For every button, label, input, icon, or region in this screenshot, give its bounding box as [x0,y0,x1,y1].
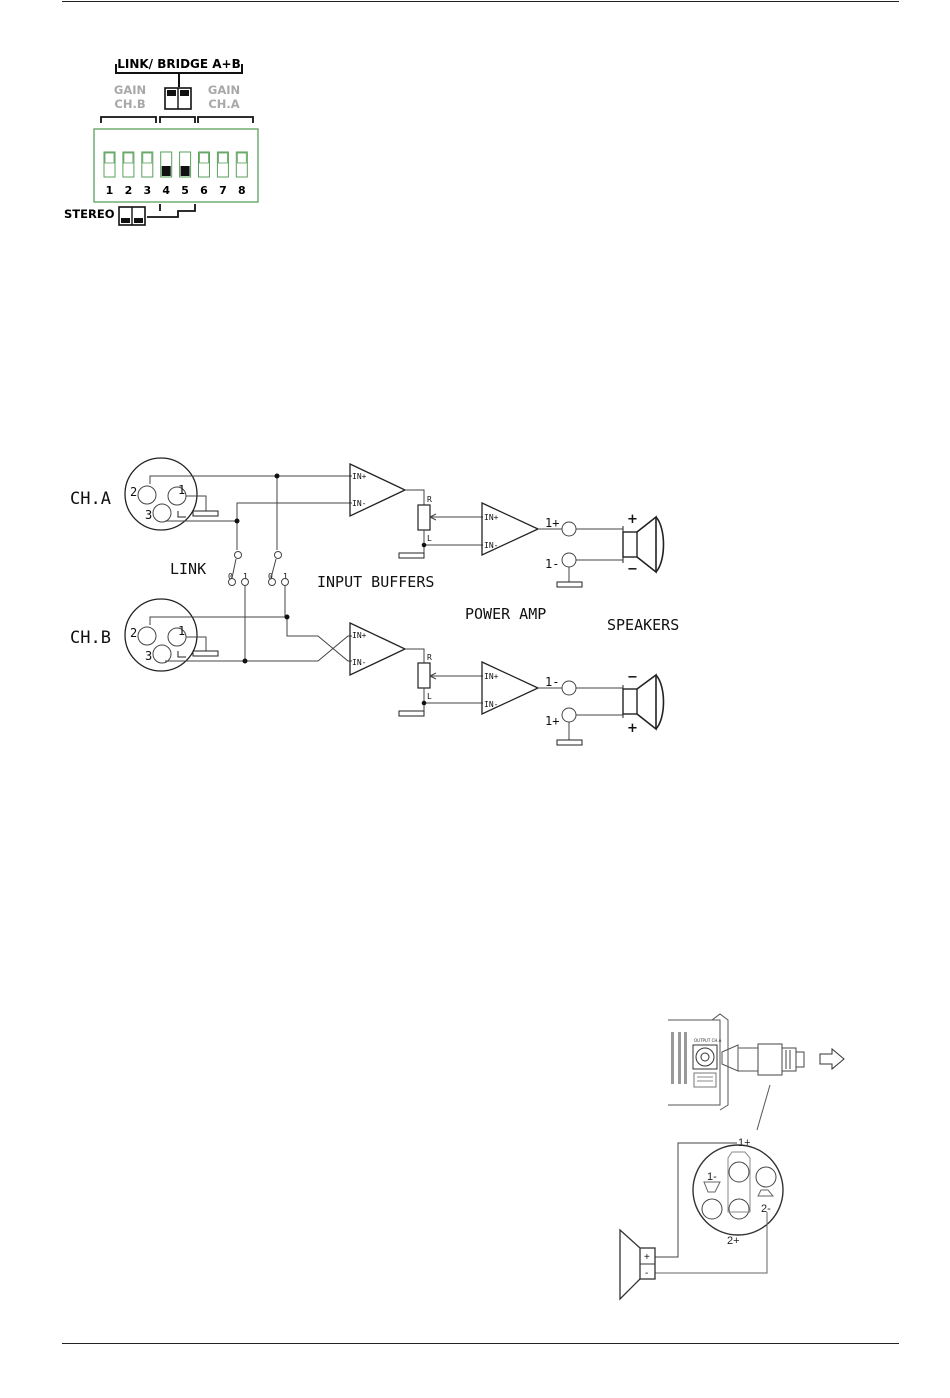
wire-minus [655,1212,767,1273]
gain-chb-bracket [101,117,156,123]
stereo-label: STEREO [64,207,115,221]
amp-a-in-minus: IN- [484,541,498,550]
speaker-b-minus: − [627,670,638,685]
dip-switch-8-lever[interactable] [237,153,246,163]
dip-switch-5-lever[interactable] [181,166,190,176]
dip-switch-number: 5 [181,184,189,197]
speaker-a-minus: − [627,562,638,577]
speaker-b-plus: + [627,721,638,736]
potentiometer-b: R L [399,649,483,716]
dip-switch-number: 6 [200,184,208,197]
speakon-connector-face: 1+ 1- 2- 2+ [693,1137,783,1247]
speakon-pin-2plus: 2+ [727,1235,740,1247]
speakon-pin-1minus: 1- [707,1171,717,1183]
dip-switch-number: 4 [162,184,170,197]
xlr-a-pin2-label: 2 [130,485,137,499]
gain-cha-bracket [198,117,253,123]
stereo-bracket [147,204,195,217]
dip-switch-7[interactable]: 7 [217,152,228,197]
buffer-a-in-minus: IN- [352,499,366,508]
xlr-b-pin1-label: 1 [178,624,185,638]
xlr-a-pin3-label: 3 [145,508,152,522]
speakon-pin-2minus: 2- [761,1203,771,1215]
wire-plus [655,1143,737,1257]
buffer-a-in-plus: IN+ [352,472,367,481]
amp-a-in-plus: IN+ [484,513,499,522]
dip-switch-2-lever[interactable] [124,153,133,163]
speaker-a: + − [623,512,664,577]
gain-cha-label-line2: CH.A [208,97,239,111]
speaker-plus-label: + [644,1252,650,1263]
input-buffer-b: IN+ IN- [350,623,405,675]
link-bridge-label: LINK/ BRIDGE A+B [117,57,241,71]
dip-switch-7-lever[interactable] [218,153,227,163]
input-buffer-a: IN+ IN- [350,464,405,516]
buffer-b-in-plus: IN+ [352,631,367,640]
amplifier-rear-panel: OUTPUT CH.A [668,1014,728,1110]
chb-label: CH.B [70,628,111,648]
amp-b-in-minus: IN- [484,700,498,709]
dip-switch-1[interactable]: 1 [104,152,115,197]
out-a-bottom-label: 1- [545,557,559,571]
gain-chb-label-line1: GAIN [114,83,146,97]
out-b-bottom-label: 1+ [545,714,559,728]
xlr-b-pin2-label: 2 [130,626,137,640]
out-a-top-label: 1+ [545,516,559,530]
link-label: LINK [170,560,206,578]
dip-switch-1-lever[interactable] [105,153,114,163]
pot-a-l: L [427,534,432,543]
pot-b-r: R [427,653,432,662]
buffer-b-in-minus: IN- [352,658,366,667]
potentiometer-a: R L [399,490,483,558]
xlr-input-chb: 2 1 3 [125,599,197,671]
xlr-input-cha: 2 1 3 [125,458,197,530]
pot-a-r: R [427,495,432,504]
out-b-top-label: 1- [545,675,559,689]
xlr-a-pin1-label: 1 [178,483,185,497]
xlr-b-pin3-label: 3 [145,649,152,663]
dip-switch-number: 7 [219,184,227,197]
dip-switch-3[interactable]: 3 [142,152,153,197]
dip-switch-number: 1 [106,184,114,197]
dip-switch-4[interactable]: 4 [161,152,172,197]
rear-panel-output-label: OUTPUT CH.A [694,1038,722,1043]
dip-switch-4-lever[interactable] [162,166,171,176]
dip-switch-block [94,129,258,202]
amp-b-in-plus: IN+ [484,672,499,681]
speaker-b: − + [623,670,664,736]
dip-switch-6[interactable]: 6 [199,152,210,197]
link-group-bracket [160,117,195,123]
pot-b-l: L [427,692,432,701]
speakon-wiring-figure: OUTPUT CH.A 1+ [620,1014,844,1299]
cha-label: CH.A [70,489,111,509]
dip-switch-8[interactable]: 8 [236,152,247,197]
gain-cha-label-line1: GAIN [208,83,240,97]
dip-switch-5[interactable]: 5 [180,152,191,197]
speaker-icon: + - [620,1230,655,1299]
input-buffers-label: INPUT BUFFERS [317,573,434,591]
speakers-label: SPEAKERS [607,616,679,634]
power-amp-a: IN+ IN- [482,503,538,555]
power-amp-b: IN+ IN- [482,662,538,714]
speakon-plug-icon [722,1044,844,1075]
dip-switch-2[interactable]: 2 [123,152,134,197]
dip-switch-3-lever[interactable] [143,153,152,163]
dip-switch-number: 3 [143,184,151,197]
speaker-a-plus: + [627,512,638,527]
speakon-pin-1plus: 1+ [738,1137,751,1149]
plug-pointer-line [757,1085,770,1130]
bridge-schematic: CH.A CH.B LINK INPUT BUFFERS POWER AMP S… [70,458,679,745]
speaker-minus-label: - [645,1268,648,1279]
dip-switch-number: 2 [125,184,133,197]
power-amp-label: POWER AMP [465,605,546,623]
dip-switch-6-lever[interactable] [200,153,209,163]
gain-chb-label-line2: CH.B [114,97,145,111]
dip-switch-number: 8 [238,184,246,197]
